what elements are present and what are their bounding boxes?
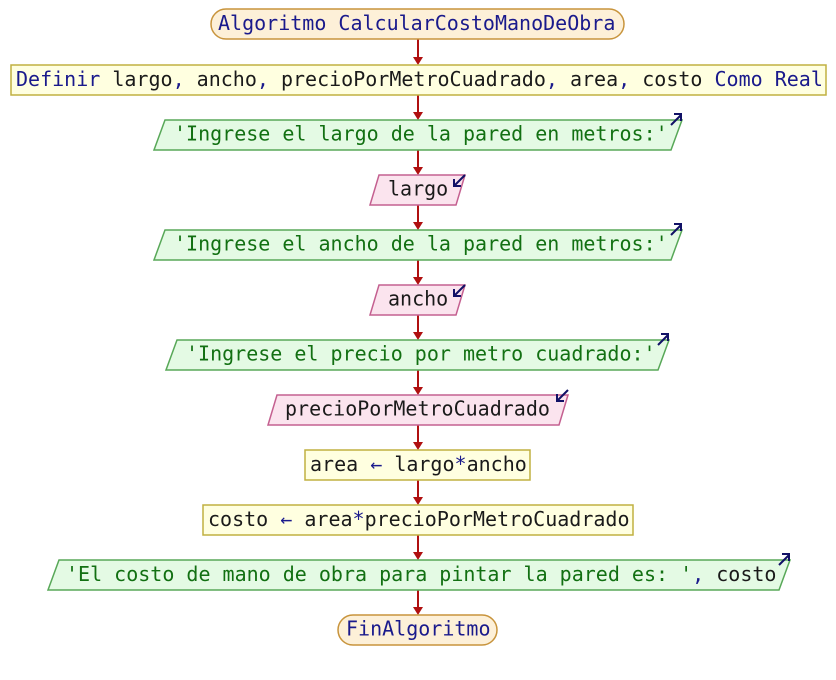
- input-arrow-icon: [556, 389, 569, 402]
- input-node: precioPorMetroCuadrado: [266, 389, 570, 426]
- algorithm-name: CalcularCostoManoDeObra: [338, 11, 615, 35]
- assign-target: area: [310, 452, 358, 476]
- operand: precioPorMetroCuadrado: [365, 507, 630, 531]
- output-node: 'Ingrese el precio por metro cuadrado:': [164, 333, 671, 371]
- connectors: [413, 39, 423, 615]
- assign-operator: ←: [280, 507, 292, 531]
- definir-keyword: Definir: [16, 67, 100, 91]
- var-separator: ,: [257, 67, 269, 91]
- assign-target: costo: [208, 507, 268, 531]
- define-node: Definir largo, ancho, precioPorMetroCuad…: [10, 64, 827, 96]
- output-string: 'Ingrese el precio por metro cuadrado:': [186, 342, 656, 366]
- var-name: ancho: [197, 67, 257, 91]
- assign-operator: ←: [370, 452, 382, 476]
- output-string: 'Ingrese el ancho de la pared en metros:…: [174, 232, 668, 256]
- var-separator: ,: [546, 67, 558, 91]
- var-separator: ,: [618, 67, 630, 91]
- output-string: 'Ingrese el largo de la pared en metros:…: [174, 122, 668, 146]
- input-var: ancho: [388, 287, 448, 311]
- operand: area: [304, 507, 352, 531]
- input-arrow-icon: [453, 174, 466, 187]
- multiply-operator: *: [455, 452, 467, 476]
- assignment-label: area ← largo*ancho: [310, 452, 527, 476]
- operand: ancho: [467, 452, 527, 476]
- output-node: 'El costo de mano de obra para pintar la…: [46, 553, 792, 591]
- var-name: precioPorMetroCuadrado: [281, 67, 546, 91]
- output-separator: ,: [692, 562, 704, 586]
- process-node: area ← largo*ancho: [304, 449, 531, 481]
- operand: largo: [394, 452, 454, 476]
- end-node: FinAlgoritmo: [337, 614, 498, 646]
- start-label: Algoritmo CalcularCostoManoDeObra: [218, 11, 615, 35]
- input-var: precioPorMetroCuadrado: [285, 397, 550, 421]
- output-var: costo: [716, 562, 776, 586]
- input-node: ancho: [368, 284, 467, 316]
- end-label: FinAlgoritmo: [346, 617, 491, 641]
- var-name: area: [570, 67, 618, 91]
- output-arrow-icon: [778, 553, 790, 566]
- type-keyword: Real: [775, 67, 823, 91]
- define-label: Definir largo, ancho, precioPorMetroCuad…: [16, 67, 823, 91]
- start-node: Algoritmo CalcularCostoManoDeObra: [210, 8, 625, 40]
- output-arrow-icon: [657, 333, 669, 346]
- output-arrow-icon: [670, 223, 682, 236]
- var-name: costo: [642, 67, 702, 91]
- input-node: largo: [368, 174, 467, 206]
- process-node: costo ← area*precioPorMetroCuadrado: [202, 504, 634, 536]
- var-separator: ,: [173, 67, 185, 91]
- output-node: 'Ingrese el largo de la pared en metros:…: [152, 113, 684, 151]
- assignment-label: costo ← area*precioPorMetroCuadrado: [208, 507, 629, 531]
- output-node: 'Ingrese el ancho de la pared en metros:…: [152, 223, 684, 261]
- algoritmo-keyword: Algoritmo: [218, 11, 326, 35]
- output-arrow-icon: [670, 113, 682, 126]
- output-label: 'El costo de mano de obra para pintar la…: [66, 562, 776, 586]
- input-arrow-icon: [453, 284, 466, 297]
- input-var: largo: [388, 177, 448, 201]
- var-name: largo: [112, 67, 172, 91]
- multiply-operator: *: [353, 507, 365, 531]
- como-keyword: Como: [715, 67, 763, 91]
- output-string: 'El costo de mano de obra para pintar la…: [66, 562, 692, 586]
